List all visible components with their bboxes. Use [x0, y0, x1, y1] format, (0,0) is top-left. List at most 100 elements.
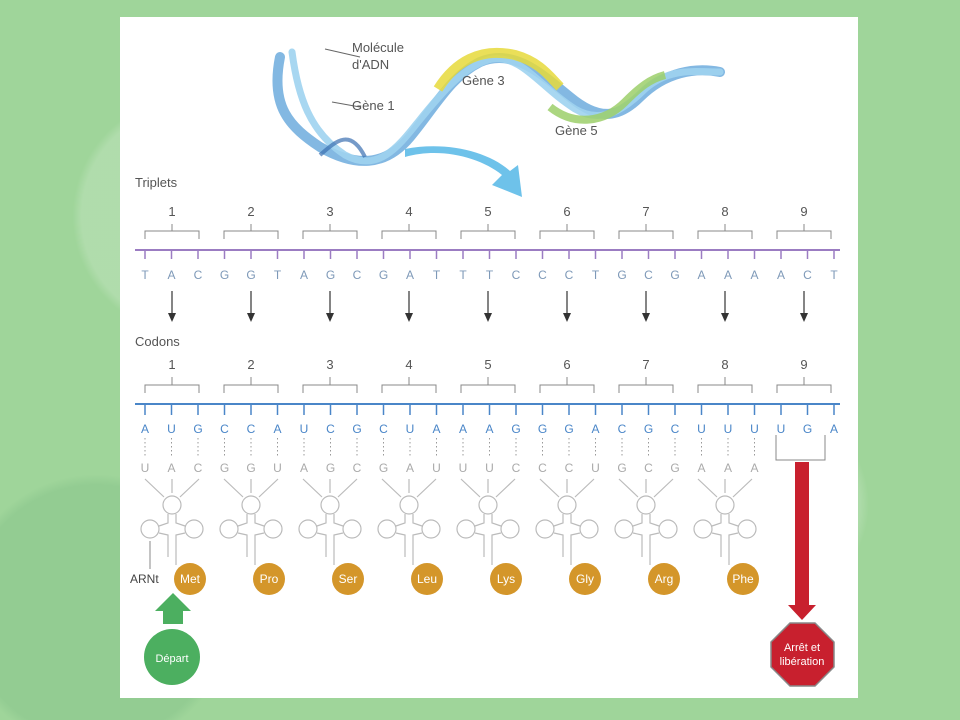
anticodon-base: G [246, 461, 255, 475]
start-label: Départ [155, 653, 188, 665]
triplet-bracket [539, 224, 595, 239]
dna-base: C [803, 268, 812, 282]
mrna-base: G [644, 422, 653, 436]
triplet-bracket [302, 224, 358, 239]
trna-molecule [298, 478, 362, 565]
dna-helix [272, 47, 725, 166]
trna-molecule [377, 478, 441, 565]
codon-number: 6 [563, 357, 570, 372]
mrna-base: C [379, 422, 388, 436]
triplet-bracket [776, 224, 832, 239]
translation-arrow-head [326, 313, 334, 322]
amino-acid-label: Lys [497, 572, 515, 586]
mrna-base: A [830, 422, 838, 436]
dna-base: T [830, 268, 838, 282]
codon-number: 4 [405, 357, 412, 372]
anticodon-base: U [485, 461, 494, 475]
amino-acid-leu [411, 563, 443, 595]
dna-base: C [512, 268, 521, 282]
gene5-label: Gène 5 [555, 123, 598, 138]
triplet-number: 9 [800, 204, 807, 219]
anticodon-base: A [406, 461, 414, 475]
amino-acid-label: Leu [417, 572, 437, 586]
anticodon-base: A [697, 461, 705, 475]
codon-number: 3 [326, 357, 333, 372]
amino-acid-label: Phe [732, 572, 754, 586]
mrna-base: C [326, 422, 335, 436]
mrna-base: A [459, 422, 467, 436]
dna-base: A [724, 268, 732, 282]
dna-base: T [141, 268, 149, 282]
triplet-number: 1 [168, 204, 175, 219]
amino-acid-arg [648, 563, 680, 595]
dna-base: G [379, 268, 388, 282]
dna-base: A [697, 268, 705, 282]
transcription-arrow [405, 146, 522, 197]
triplet-bracket [381, 224, 437, 239]
stop-arrow-head [788, 605, 816, 620]
mrna-base: C [220, 422, 229, 436]
start-circle [144, 629, 200, 685]
anticodon-base: C [194, 461, 203, 475]
anticodon-base: A [724, 461, 732, 475]
translation-arrow-head [247, 313, 255, 322]
codon-number: 9 [800, 357, 807, 372]
triplet-bracket [618, 224, 674, 239]
trna-molecule [456, 478, 520, 565]
amino-acid-gly [569, 563, 601, 595]
amino-acid-label: Arg [655, 572, 674, 586]
translation-arrow-head [168, 313, 176, 322]
anticodon-base: G [326, 461, 335, 475]
codon-number: 1 [168, 357, 175, 372]
molecule-label-line1: Molécule [352, 40, 404, 55]
triplet-number: 7 [642, 204, 649, 219]
translation-arrow-head [484, 313, 492, 322]
translation-arrow-head [721, 313, 729, 322]
amino-acid-label: Ser [339, 572, 358, 586]
codon-bracket [144, 377, 200, 393]
mrna-base: C [618, 422, 627, 436]
anticodon-base: U [273, 461, 282, 475]
trna-molecule [614, 478, 678, 565]
amino-acid-label: Gly [576, 572, 594, 586]
anticodon-base: C [353, 461, 362, 475]
trna-label: ARNt [130, 572, 159, 586]
dna-base: T [592, 268, 600, 282]
anticodon-base: A [167, 461, 175, 475]
codon-bracket [381, 377, 437, 393]
amino-acid-phe [727, 563, 759, 595]
codon-bracket [539, 377, 595, 393]
trna-molecule [693, 478, 757, 565]
dna-base: T [274, 268, 282, 282]
dna-base: G [670, 268, 679, 282]
codon-bracket [776, 377, 832, 393]
stop-label-line1: Arrêt et [784, 642, 820, 654]
mrna-base: U [777, 422, 786, 436]
dna-base: C [353, 268, 362, 282]
molecule-label-line2: d'ADN [352, 57, 389, 72]
trna-molecule [535, 478, 599, 565]
anticodon-base: G [617, 461, 626, 475]
mrna-base: U [300, 422, 309, 436]
dna-base: T [433, 268, 441, 282]
dna-base: C [565, 268, 574, 282]
codon-number: 8 [721, 357, 728, 372]
codon-bracket [223, 377, 279, 393]
anticodon-base: U [591, 461, 600, 475]
amino-acid-pro [253, 563, 285, 595]
mrna-base: U [724, 422, 733, 436]
mrna-base: G [803, 422, 812, 436]
anticodon-base: U [432, 461, 441, 475]
mrna-base: U [697, 422, 706, 436]
mrna-base: A [273, 422, 281, 436]
mrna-base: C [671, 422, 680, 436]
triplet-number: 2 [247, 204, 254, 219]
codon-bracket [618, 377, 674, 393]
codon-number: 7 [642, 357, 649, 372]
triplet-number: 3 [326, 204, 333, 219]
translation-arrow-head [405, 313, 413, 322]
codons-title: Codons [135, 334, 180, 349]
mrna-base: G [538, 422, 547, 436]
triplet-number: 6 [563, 204, 570, 219]
trna-molecule [219, 478, 283, 565]
